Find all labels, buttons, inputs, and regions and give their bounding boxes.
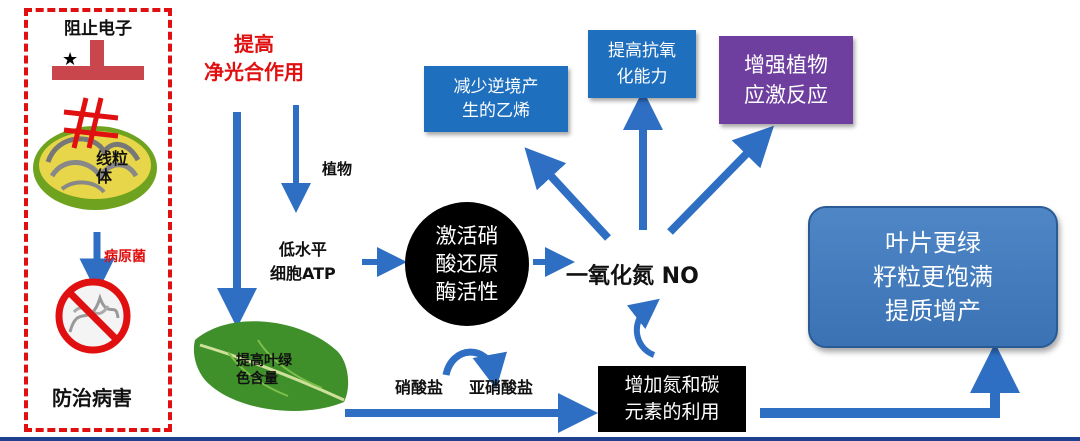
stress-response-box: 增强植物 应激反应 — [719, 36, 853, 124]
electron-post — [90, 40, 104, 80]
prevent-disease-label: 防治病害 — [52, 386, 132, 410]
arrow-no-to-ethylene — [524, 147, 611, 241]
increase-nc-box: 增加氮和碳 元素的利用 — [598, 366, 746, 432]
arrow-no-to-stress — [667, 125, 774, 235]
bottom-border — [0, 437, 1080, 441]
photosynthesis-label: 提高 净光合作用 — [204, 32, 304, 84]
arrow-to-result — [760, 343, 1020, 418]
antioxidant-box: 提高抗氧 化能力 — [588, 30, 696, 98]
low-atp-label: 低水平 细胞ATP — [270, 240, 336, 283]
block-electron-label: 阻止电子 — [64, 19, 132, 39]
chlorophyll-label: 提高叶绿 色含量 — [236, 353, 292, 387]
star-icon: ★ — [62, 49, 78, 70]
reduce-ethylene-box: 减少逆境产 生的乙烯 — [424, 66, 568, 132]
leaf-icon — [193, 321, 349, 411]
mitochondria-label: 线粒 体 — [96, 149, 129, 186]
result-box: 叶片更绿 籽粒更饱满 提质增产 — [808, 206, 1058, 348]
nitric-oxide-label: 一氧化氮 NO — [566, 264, 699, 289]
activate-nitrate-reductase-circle: 激活硝 酸还原 酶活性 — [405, 202, 529, 326]
no-pathogen-icon — [55, 278, 131, 354]
block-hash-icon — [63, 97, 119, 149]
disease-prevention-panel — [24, 8, 172, 432]
arrow-nitrate-to-nitrite — [442, 348, 507, 390]
arrow-nc-to-no — [626, 298, 660, 358]
nitrate-label: 硝酸盐 — [395, 378, 444, 397]
pathogen-label: 病原菌 — [104, 249, 146, 265]
nitrite-label: 亚硝酸盐 — [469, 378, 534, 397]
mitochondria-icon — [33, 126, 157, 210]
plant-label: 植物 — [322, 160, 353, 178]
